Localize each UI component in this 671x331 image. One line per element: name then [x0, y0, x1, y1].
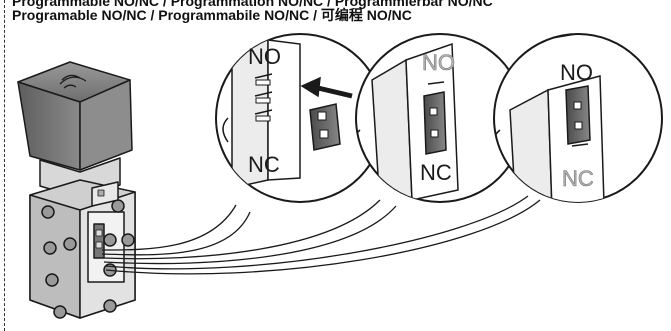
inset-3: NO NC [493, 33, 663, 203]
caption-line-1: Programmable NO/NC / Programmation NO/NC… [12, 0, 493, 9]
caption: Programmable NO/NC / Programmation NO/NC… [12, 0, 667, 22]
inset-3-nc-label: NC [562, 166, 594, 191]
inset-1-nc-label: NC [248, 152, 280, 177]
switch-device [17, 61, 136, 319]
dashed-frame-line [4, 0, 5, 331]
inset-2-no-label: NO [422, 50, 455, 75]
leader-lines [101, 195, 541, 275]
inset-2-nc-label: NC [420, 160, 452, 185]
inset-2: NO NC [355, 33, 525, 203]
inset-1-no-label: NO [248, 44, 281, 69]
inset-3-no-label: NO [560, 60, 593, 85]
inset-1: NO NC [215, 33, 385, 203]
caption-line-2: Programable NO/NC / Programmabile NO/NC … [12, 7, 412, 23]
